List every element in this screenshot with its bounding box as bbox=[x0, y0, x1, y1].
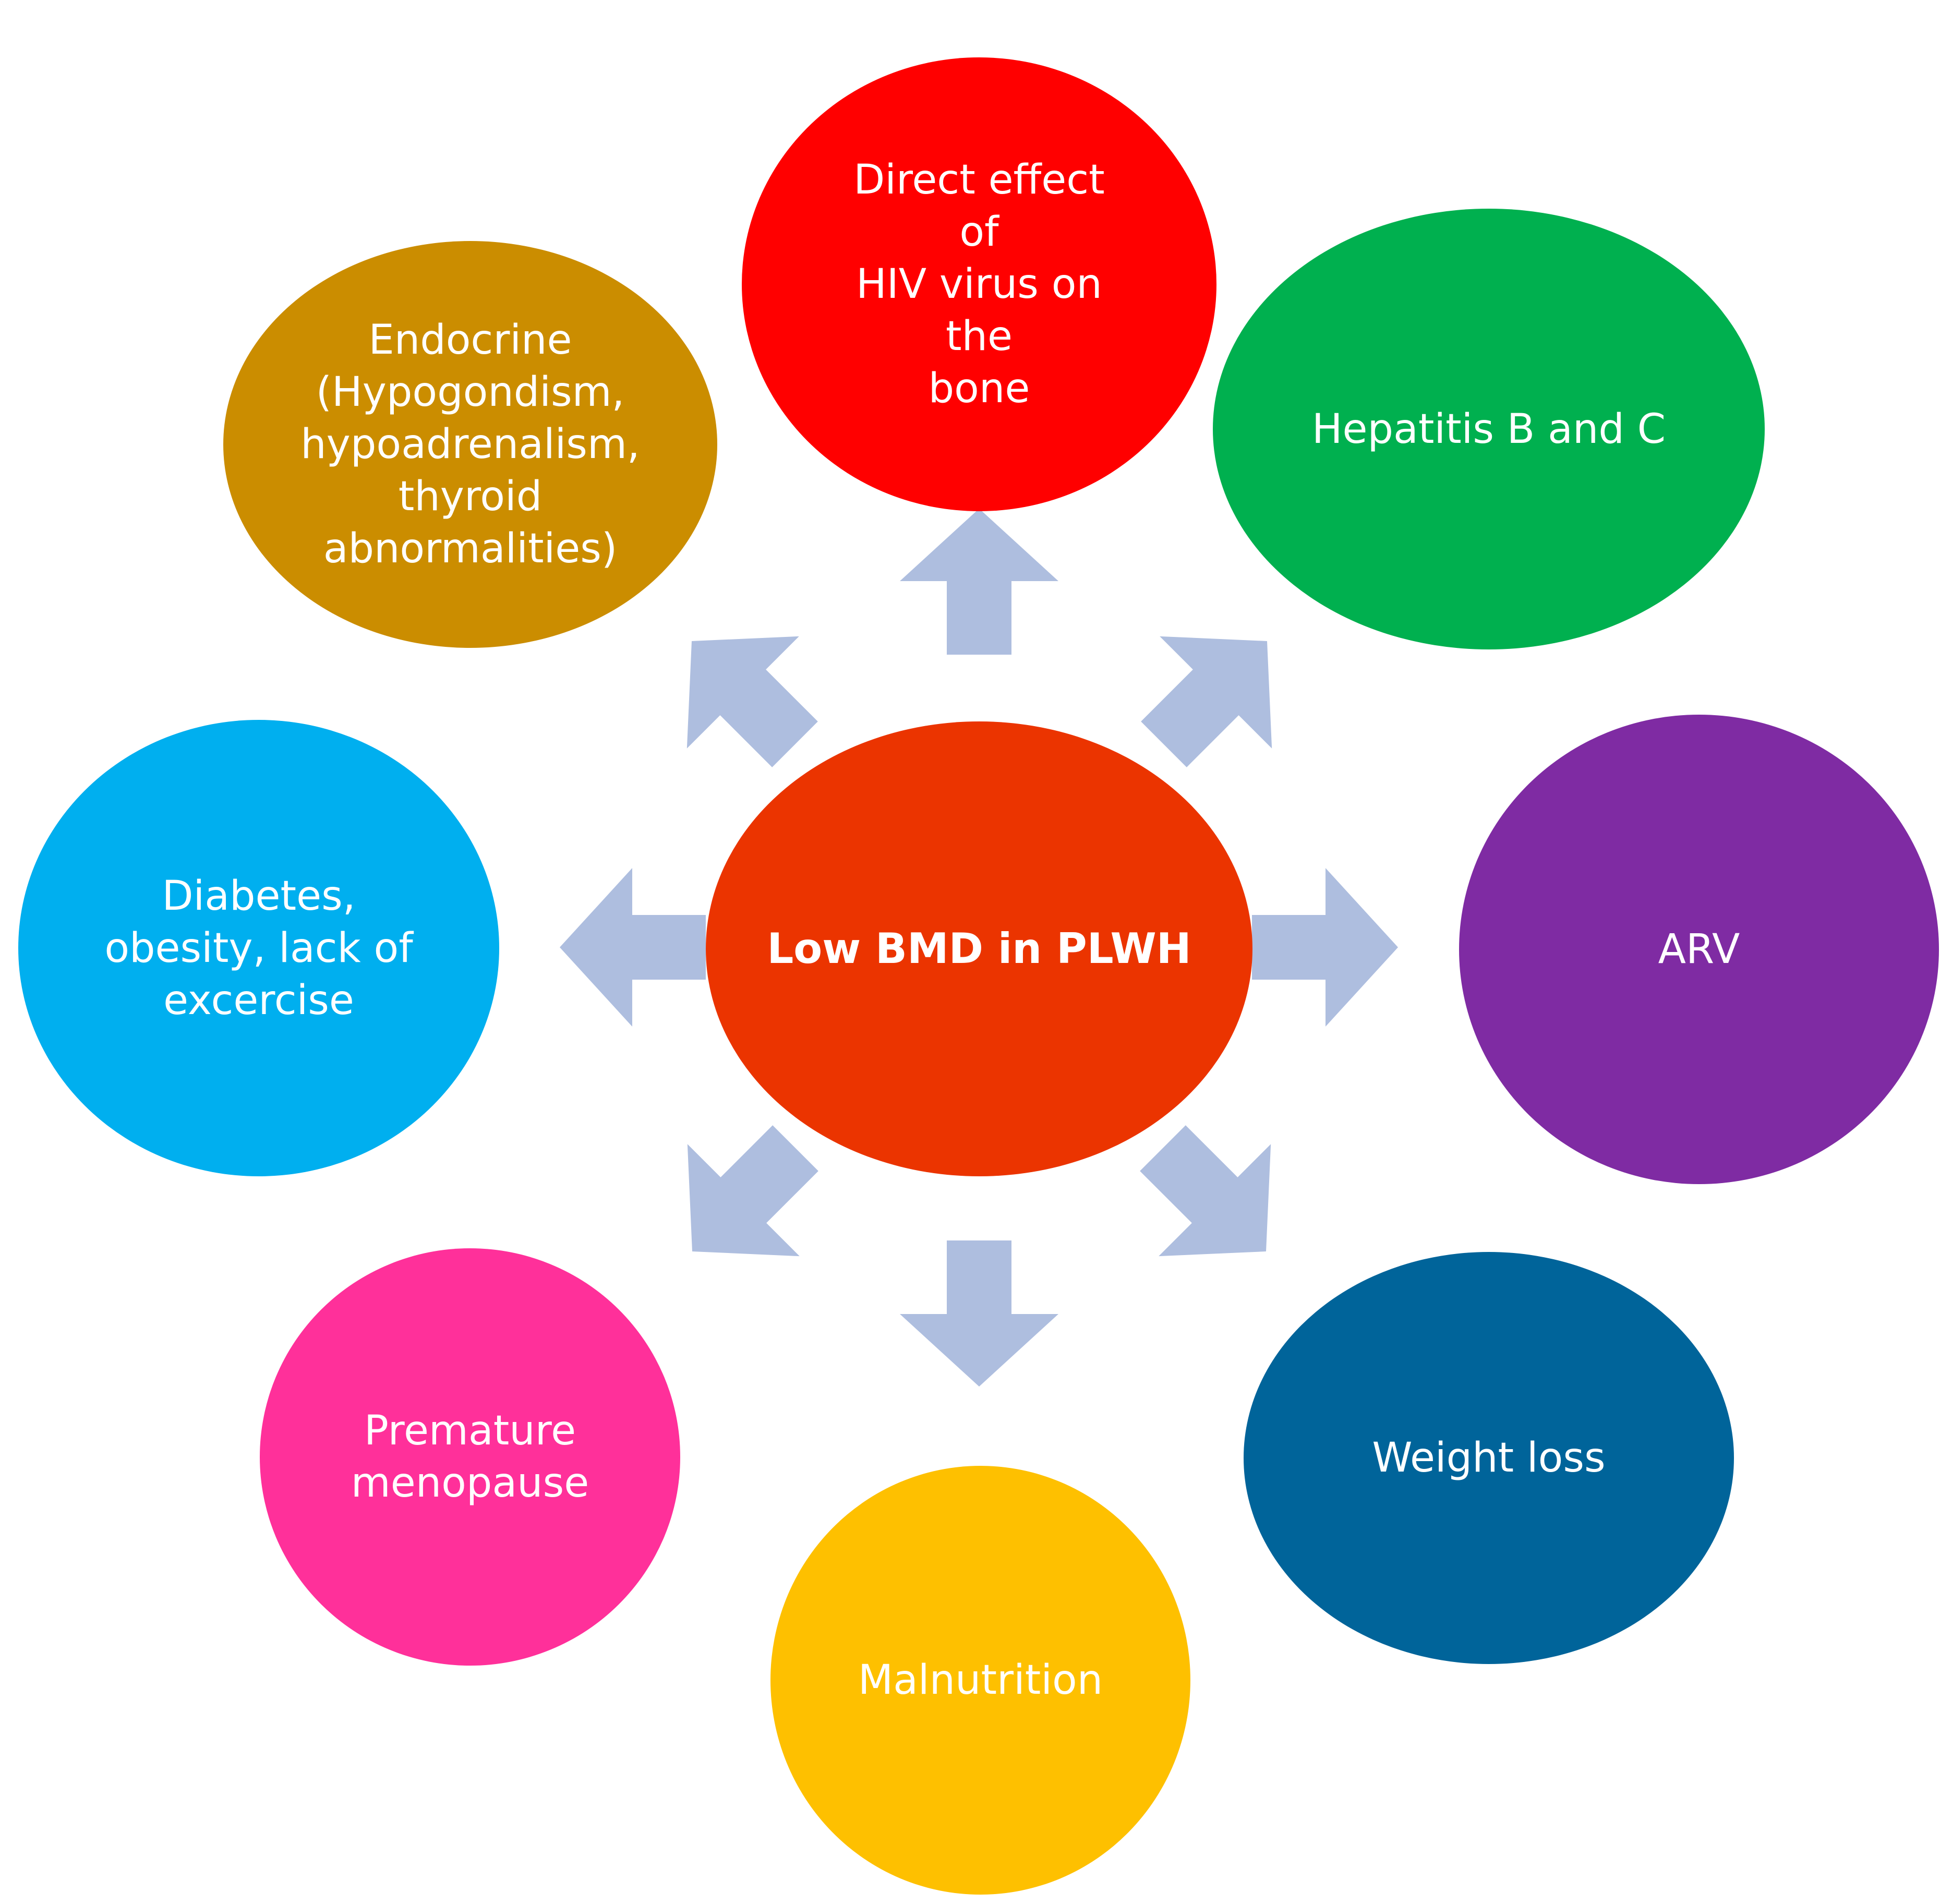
node-north-west-line-2: (Hypogondism, bbox=[316, 369, 625, 416]
node-east-text: ARV bbox=[1658, 923, 1740, 975]
node-west-line-3: excercise bbox=[163, 977, 354, 1024]
node-west-line-2: obesity, lack of bbox=[104, 924, 413, 972]
node-north-west-text: Endocrine (Hypogondism, hypoadrenalism, … bbox=[300, 314, 640, 575]
arrow-to-north-east bbox=[1141, 636, 1272, 767]
node-north-east-text: Hepatitis B and C bbox=[1312, 403, 1666, 455]
node-south-east-line-1: Weight loss bbox=[1372, 1435, 1606, 1481]
arrow-to-south-east bbox=[1140, 1125, 1271, 1257]
arrow-to-top bbox=[900, 509, 1058, 655]
node-west: Diabetes, obesity, lack of excercise bbox=[18, 720, 499, 1176]
node-south-west-line-1: Premature bbox=[364, 1407, 576, 1454]
node-east-line-1: ARV bbox=[1658, 926, 1740, 973]
center-line-1: Low BMD in PLWH bbox=[767, 924, 1191, 973]
arrow-to-west bbox=[560, 868, 706, 1027]
node-west-line-1: Diabetes, bbox=[162, 872, 356, 920]
node-top-line-2: HIV virus on the bbox=[856, 261, 1102, 360]
node-top-line-3: bone bbox=[928, 365, 1030, 412]
node-south-east: Weight loss bbox=[1244, 1252, 1734, 1664]
node-top-text: Direct effect of HIV virus on the bone bbox=[830, 154, 1128, 415]
node-north-west-line-5: abnormalities) bbox=[323, 525, 618, 572]
node-top: Direct effect of HIV virus on the bone bbox=[742, 57, 1216, 511]
node-north-east: Hepatitis B and C bbox=[1213, 209, 1765, 649]
center-node-text: Low BMD in PLWH bbox=[767, 923, 1191, 975]
node-north-west: Endocrine (Hypogondism, hypoadrenalism, … bbox=[223, 241, 717, 648]
node-north-west-line-4: thyroid bbox=[398, 473, 543, 520]
node-south-west-line-2: menopause bbox=[351, 1460, 589, 1507]
node-south: Malnutrition bbox=[770, 1466, 1190, 1895]
node-top-line-1: Direct effect of bbox=[853, 156, 1105, 256]
node-east: ARV bbox=[1459, 715, 1939, 1184]
node-north-west-line-3: hypoadrenalism, bbox=[300, 421, 640, 468]
node-south-text: Malnutrition bbox=[858, 1654, 1103, 1706]
node-north-west-line-1: Endocrine bbox=[368, 317, 572, 364]
arrow-to-south bbox=[900, 1240, 1058, 1387]
node-south-east-text: Weight loss bbox=[1372, 1432, 1605, 1484]
node-south-west-text: Premature menopause bbox=[351, 1405, 589, 1509]
node-south-line-1: Malnutrition bbox=[858, 1657, 1103, 1704]
center-node: Low BMD in PLWH bbox=[706, 721, 1252, 1176]
node-north-east-line-1: Hepatitis B and C bbox=[1311, 405, 1666, 453]
node-west-text: Diabetes, obesity, lack of excercise bbox=[104, 870, 413, 1027]
arrow-to-north-west bbox=[686, 636, 818, 767]
arrow-to-east bbox=[1252, 868, 1398, 1027]
arrow-to-south-west bbox=[687, 1125, 818, 1257]
node-south-west: Premature menopause bbox=[260, 1248, 680, 1666]
